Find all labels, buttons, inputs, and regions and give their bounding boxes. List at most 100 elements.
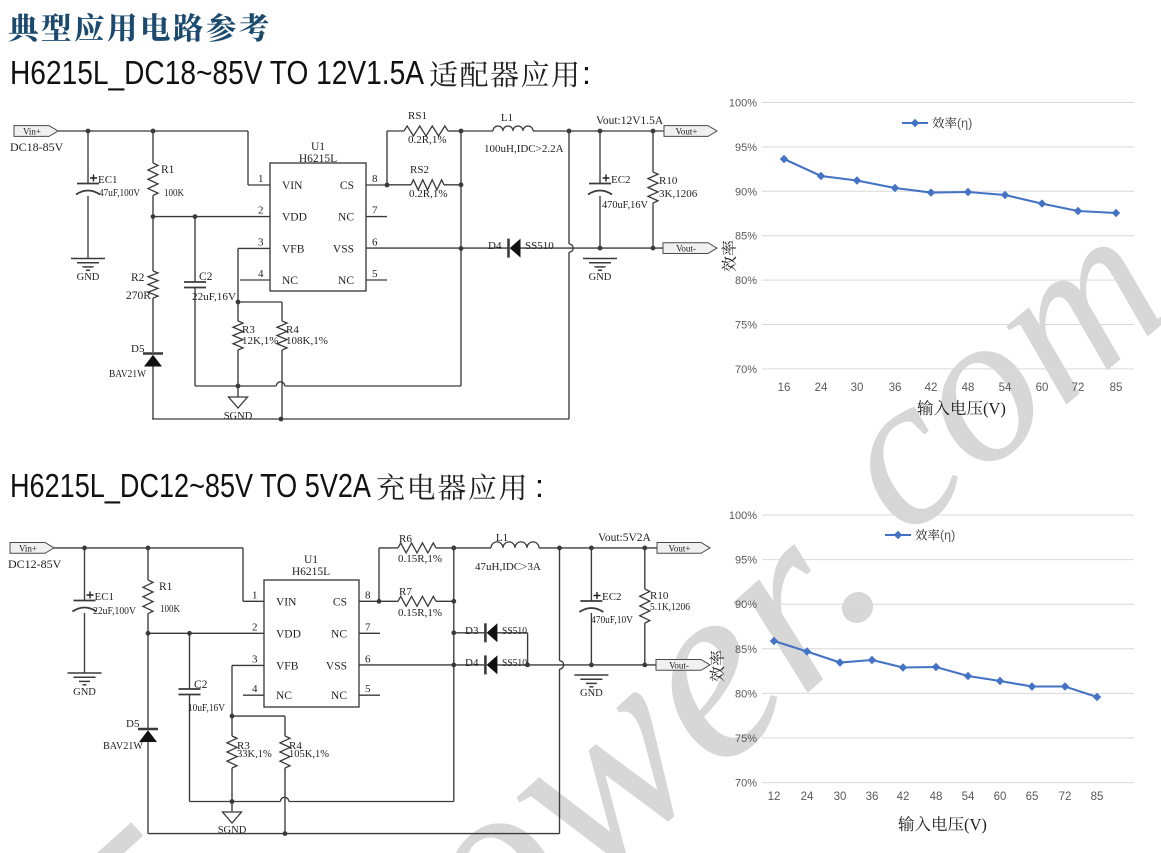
- svg-text:5: 5: [365, 683, 371, 695]
- svg-text:D5: D5: [126, 718, 140, 730]
- svg-text:85%: 85%: [735, 231, 757, 243]
- svg-text:5.1K,1206: 5.1K,1206: [650, 601, 690, 613]
- svg-text:0.15R,1%: 0.15R,1%: [398, 607, 442, 619]
- svg-text:47uF,100V: 47uF,100V: [99, 187, 140, 199]
- svg-text:VDD: VDD: [276, 628, 301, 640]
- svg-text::: :: [582, 55, 591, 91]
- svg-text:30: 30: [851, 382, 864, 394]
- svg-text:1: 1: [252, 589, 258, 601]
- svg-text:R1: R1: [159, 581, 173, 593]
- svg-text:2: 2: [258, 205, 264, 217]
- svg-text:54: 54: [999, 382, 1012, 394]
- svg-text:R10: R10: [650, 590, 669, 602]
- svg-text:DC18-85V: DC18-85V: [10, 140, 64, 154]
- svg-text:22uF,100V: 22uF,100V: [93, 605, 136, 617]
- svg-text:R4: R4: [289, 740, 302, 752]
- svg-text:NC: NC: [282, 275, 298, 287]
- svg-text:D5: D5: [131, 343, 145, 355]
- svg-text:80%: 80%: [735, 275, 757, 287]
- svg-text:Vout+: Vout+: [676, 126, 698, 136]
- svg-text:8: 8: [372, 173, 378, 185]
- svg-text:GND: GND: [73, 687, 96, 698]
- svg-text:3: 3: [252, 653, 258, 665]
- svg-text:6: 6: [365, 653, 371, 665]
- svg-text:30: 30: [834, 791, 847, 803]
- svg-text:54: 54: [962, 791, 975, 803]
- svg-text:CS: CS: [333, 596, 347, 608]
- svg-text:0.2R,1%: 0.2R,1%: [408, 134, 447, 146]
- svg-text:12: 12: [768, 791, 781, 803]
- svg-text:0.2R,1%: 0.2R,1%: [409, 188, 448, 200]
- svg-text:NC: NC: [338, 275, 354, 287]
- svg-text:R10: R10: [659, 175, 678, 187]
- svg-text:L1: L1: [496, 532, 508, 544]
- svg-text:108K,1%: 108K,1%: [286, 335, 328, 347]
- svg-text:SS510: SS510: [502, 626, 527, 637]
- svg-text:VIN: VIN: [276, 596, 297, 608]
- svg-text:2: 2: [252, 621, 258, 633]
- svg-text:75%: 75%: [735, 320, 757, 332]
- svg-text:42: 42: [925, 382, 938, 394]
- svg-text:12K,1%: 12K,1%: [242, 335, 278, 347]
- svg-text:Vout:5V2A: Vout:5V2A: [598, 532, 652, 544]
- svg-text:C2: C2: [194, 679, 208, 691]
- svg-text:36: 36: [889, 382, 902, 394]
- svg-text:75%: 75%: [735, 733, 757, 745]
- svg-text:470uF,10V: 470uF,10V: [591, 614, 633, 626]
- svg-text:(V): (V): [983, 399, 1006, 418]
- svg-text:R4: R4: [286, 324, 299, 336]
- svg-text:Vout:12V1.5A: Vout:12V1.5A: [596, 115, 664, 127]
- svg-text:270R: 270R: [126, 290, 151, 302]
- svg-text:(η): (η): [957, 117, 972, 131]
- svg-text:0.15R,1%: 0.15R,1%: [398, 553, 442, 565]
- svg-text:5: 5: [372, 268, 378, 280]
- svg-text:H6215L_DC18~85V TO 12V1.5A: H6215L_DC18~85V TO 12V1.5A: [10, 54, 424, 91]
- svg-text:65: 65: [1026, 791, 1039, 803]
- svg-text:U1: U1: [304, 554, 318, 566]
- svg-text:R3: R3: [242, 324, 255, 336]
- svg-text:R6: R6: [399, 533, 412, 545]
- svg-text:47uH,IDC>3A: 47uH,IDC>3A: [475, 561, 541, 573]
- svg-text:48: 48: [962, 382, 975, 394]
- svg-text:8: 8: [365, 589, 371, 601]
- svg-text:Vout+: Vout+: [669, 543, 691, 553]
- svg-text:(V): (V): [964, 815, 987, 834]
- svg-text:EC1: EC1: [98, 174, 118, 186]
- svg-text:105K,1%: 105K,1%: [289, 749, 329, 760]
- svg-text:R1: R1: [161, 164, 175, 176]
- svg-text:24: 24: [815, 382, 828, 394]
- svg-text:EC2: EC2: [602, 591, 622, 603]
- svg-text:NC: NC: [338, 212, 354, 224]
- svg-text:90%: 90%: [735, 599, 757, 611]
- svg-text:4: 4: [252, 683, 258, 695]
- svg-text:SS510: SS510: [525, 240, 554, 252]
- svg-text:36: 36: [866, 791, 879, 803]
- svg-text:R2: R2: [131, 272, 145, 284]
- svg-text:60: 60: [994, 791, 1007, 803]
- svg-text:100%: 100%: [729, 510, 757, 522]
- svg-text:3: 3: [258, 236, 264, 248]
- svg-text:100%: 100%: [729, 98, 757, 110]
- svg-text:GND: GND: [77, 272, 100, 283]
- svg-text:72: 72: [1072, 382, 1085, 394]
- svg-text:VFB: VFB: [282, 243, 305, 255]
- svg-text:H6215L: H6215L: [299, 153, 337, 165]
- svg-text:D4: D4: [465, 657, 479, 669]
- svg-text:CS: CS: [340, 180, 354, 192]
- svg-text:95%: 95%: [735, 555, 757, 567]
- svg-text:EC2: EC2: [611, 174, 631, 186]
- svg-text:42: 42: [897, 791, 910, 803]
- svg-text:10uF,16V: 10uF,16V: [188, 702, 225, 714]
- svg-text:VSS: VSS: [333, 243, 354, 255]
- svg-text:33K,1%: 33K,1%: [237, 749, 272, 760]
- svg-text:VDD: VDD: [282, 212, 307, 224]
- svg-text:GND: GND: [580, 688, 603, 699]
- svg-text:1: 1: [258, 173, 264, 185]
- svg-text:470uF,16V: 470uF,16V: [602, 199, 648, 211]
- svg-text:7: 7: [365, 621, 371, 633]
- svg-text:R7: R7: [399, 586, 412, 598]
- svg-text:C2: C2: [199, 271, 213, 283]
- svg-text:85: 85: [1091, 791, 1104, 803]
- svg-text:NC: NC: [331, 628, 347, 640]
- svg-text:(η): (η): [940, 529, 955, 543]
